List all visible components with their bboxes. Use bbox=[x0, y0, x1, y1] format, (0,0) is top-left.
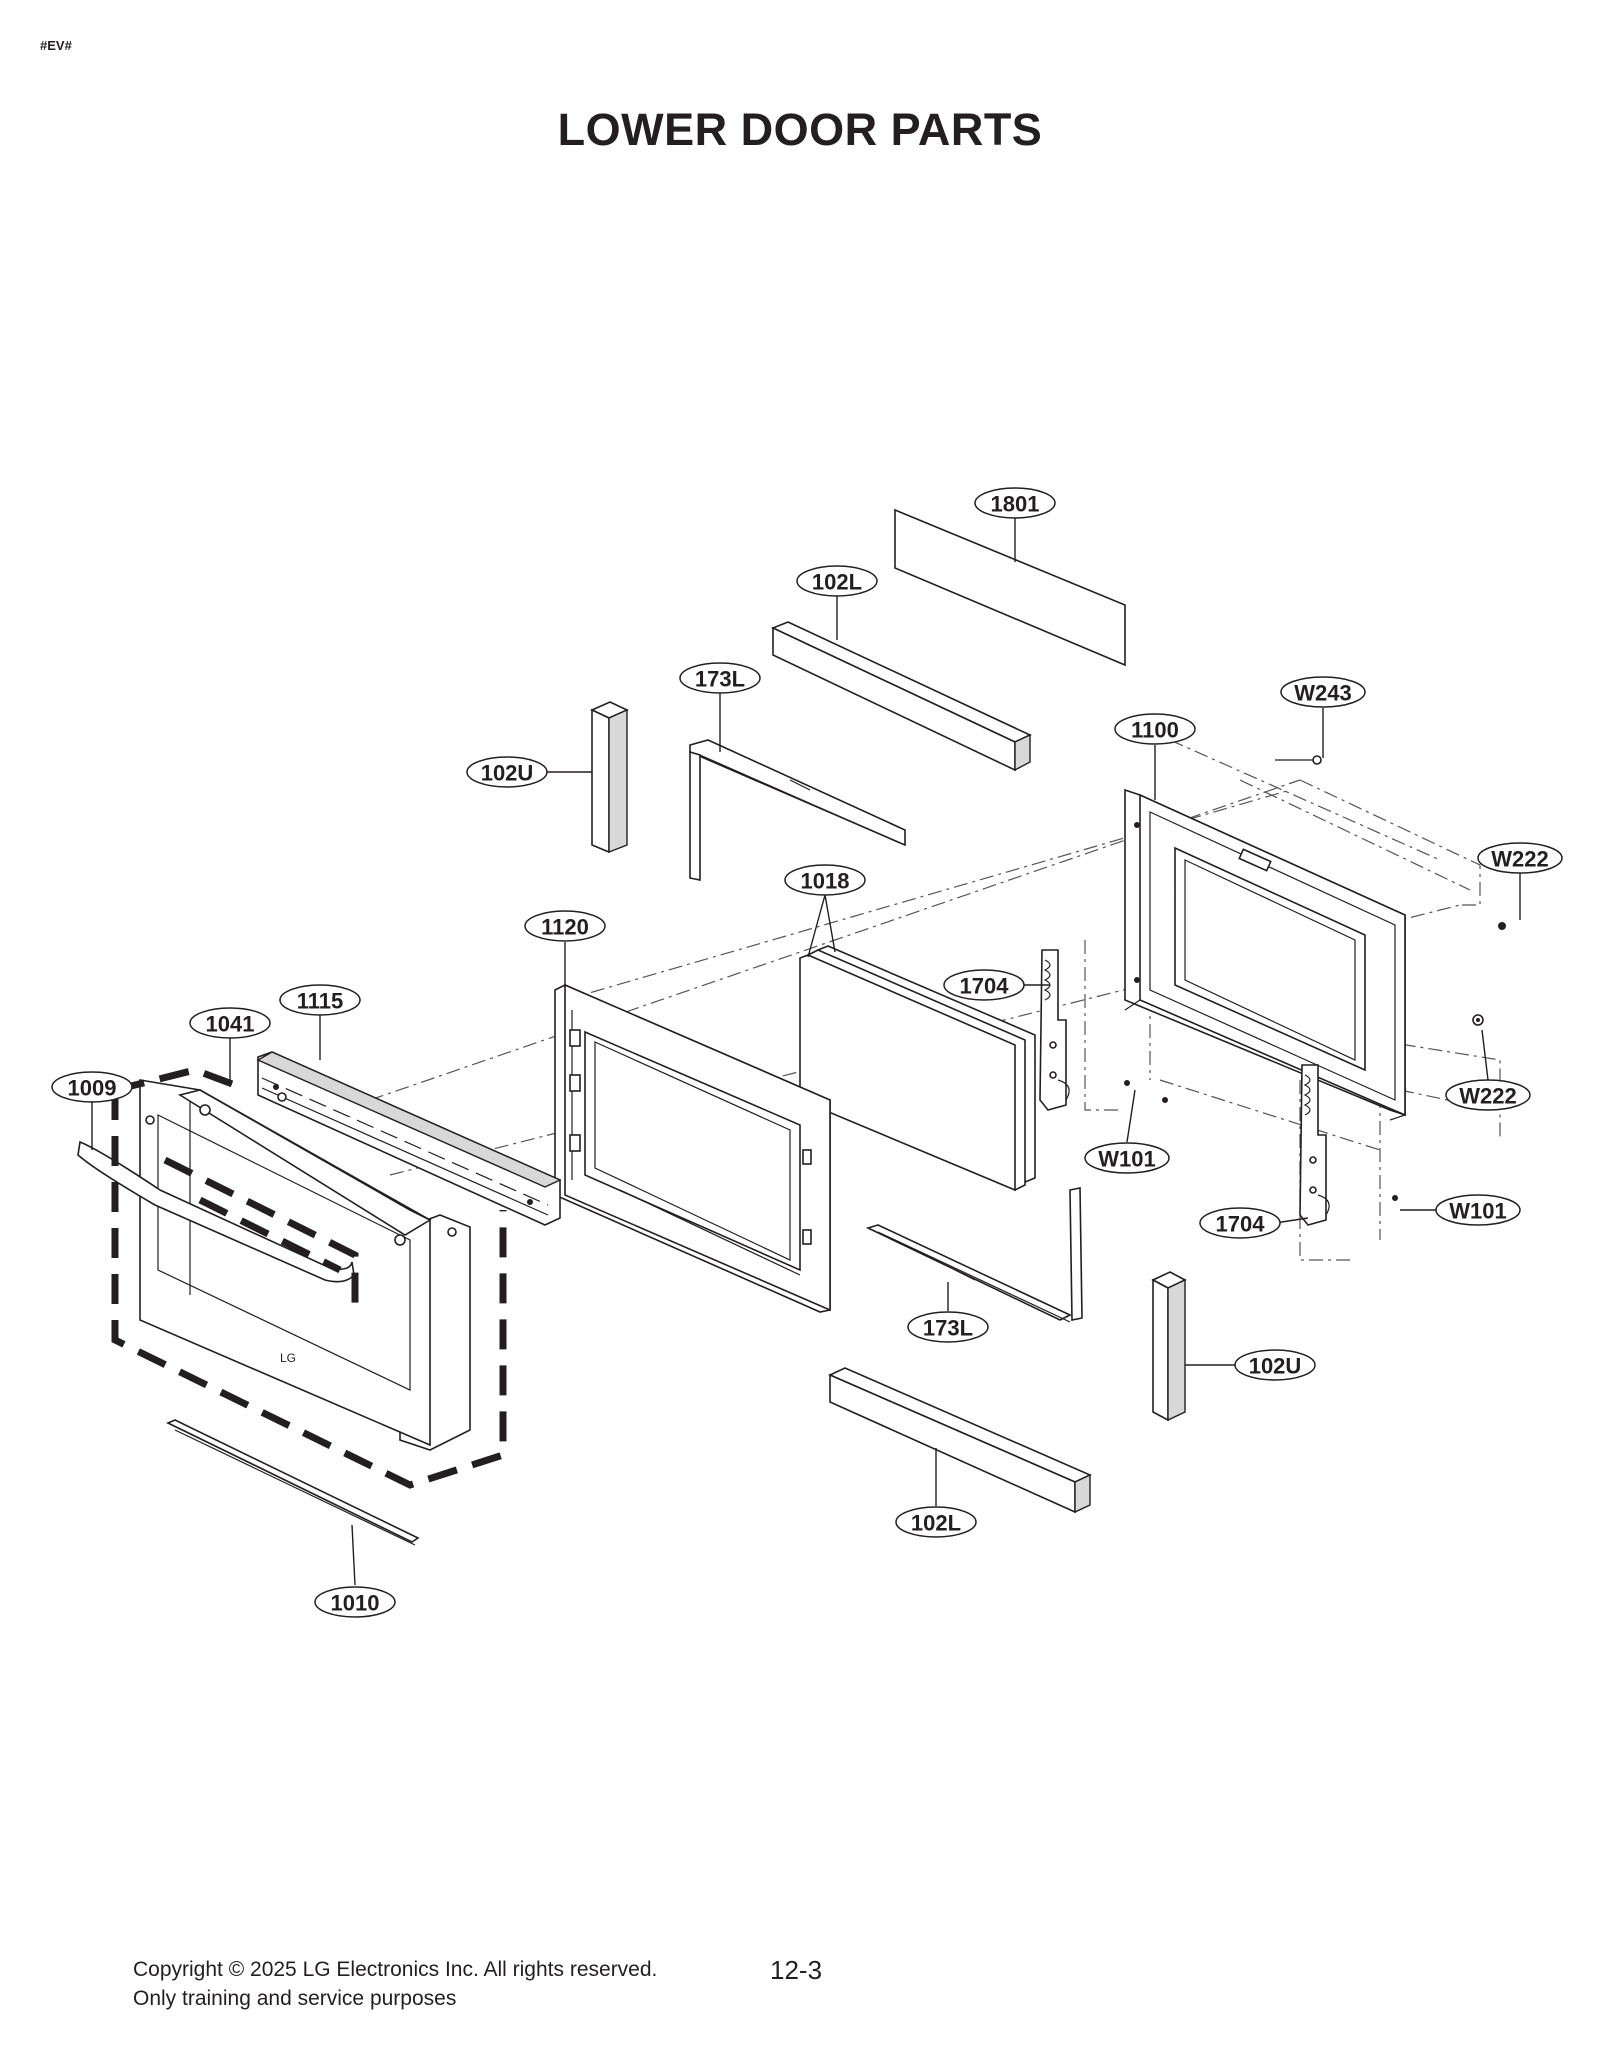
callout-173L-bottom: 173L bbox=[907, 1311, 989, 1343]
part-1115-vent bbox=[256, 1051, 562, 1226]
callout-1704-left-label: 1704 bbox=[960, 974, 1010, 999]
callout-W101-left: W101 bbox=[1084, 1142, 1170, 1174]
callout-102U-left: 102U bbox=[466, 756, 548, 788]
callout-102L-bottom-label: 102L bbox=[911, 1511, 961, 1536]
callout-1041: 1041 bbox=[189, 1007, 271, 1039]
document-code: #EV# bbox=[40, 38, 72, 53]
callout-1115-label: 1115 bbox=[297, 989, 344, 1014]
door-assembly-outline bbox=[111, 1066, 507, 1489]
callout-1009: 1009 bbox=[51, 1071, 133, 1103]
callout-1100: 1100 bbox=[1114, 713, 1196, 745]
part-102L-bottom-bar bbox=[828, 1367, 1092, 1514]
callout-W101-right-label: W101 bbox=[1449, 1199, 1506, 1224]
callout-102U-left-label: 102U bbox=[481, 761, 534, 786]
part-1100-inner-frame bbox=[1124, 788, 1406, 1121]
page-number: 12-3 bbox=[770, 1955, 823, 1985]
part-102L-top-bar bbox=[770, 621, 1032, 772]
callout-102L-top-label: 102L bbox=[812, 570, 862, 595]
callout-1018-label: 1018 bbox=[801, 869, 850, 894]
part-1801-panel bbox=[894, 508, 1126, 667]
part-1010-trim bbox=[166, 1419, 420, 1546]
callout-102L-top: 102L bbox=[796, 565, 878, 597]
callout-1120-label: 1120 bbox=[541, 915, 589, 940]
callout-W222-bottom: W222 bbox=[1445, 1079, 1531, 1111]
leader-lines bbox=[91, 518, 1521, 1586]
callout-173L-bottom-label: 173L bbox=[923, 1316, 973, 1341]
callout-W243-label: W243 bbox=[1294, 681, 1351, 706]
callout-1100-label: 1100 bbox=[1131, 718, 1179, 743]
callout-W222-top-label: W222 bbox=[1491, 847, 1548, 872]
callout-102U-right-label: 102U bbox=[1249, 1354, 1302, 1379]
callout-1801-label: 1801 bbox=[991, 492, 1040, 517]
part-1018-glass bbox=[799, 945, 1036, 1192]
part-102U-right-post bbox=[1151, 1271, 1187, 1422]
part-1704-hinge-right bbox=[1299, 1064, 1330, 1226]
part-W101-screws bbox=[1124, 1080, 1398, 1201]
callout-173L-top: 173L bbox=[679, 662, 761, 694]
part-1704-hinge-left bbox=[1039, 949, 1070, 1111]
callout-1018: 1018 bbox=[784, 864, 866, 896]
page-title: LOWER DOOR PARTS bbox=[557, 104, 1043, 155]
callout-1010-label: 1010 bbox=[331, 1591, 380, 1616]
callout-1009-label: 1009 bbox=[68, 1076, 117, 1101]
copyright-line: Copyright © 2025 LG Electronics Inc. All… bbox=[133, 1958, 658, 1981]
usage-note: Only training and service purposes bbox=[133, 1987, 457, 2010]
callout-1704-right-label: 1704 bbox=[1216, 1212, 1266, 1237]
part-1120-door-liner bbox=[554, 983, 831, 1313]
part-W243-screw bbox=[1275, 755, 1322, 765]
callout-1801: 1801 bbox=[974, 487, 1056, 519]
callout-W101-left-label: W101 bbox=[1098, 1147, 1155, 1172]
part-W222-screws bbox=[1472, 922, 1506, 1026]
callout-W243: W243 bbox=[1280, 676, 1366, 708]
callout-1010: 1010 bbox=[314, 1586, 396, 1618]
callout-1704-right: 1704 bbox=[1199, 1207, 1281, 1239]
part-173L-bottom-bracket bbox=[865, 1187, 1083, 1323]
callout-102L-bottom: 102L bbox=[895, 1506, 977, 1538]
callout-1704-left: 1704 bbox=[943, 969, 1025, 1001]
part-173L-top-bracket bbox=[689, 739, 906, 881]
callout-1120: 1120 bbox=[524, 910, 606, 942]
callout-173L-top-label: 173L bbox=[695, 667, 745, 692]
callout-W222-bottom-label: W222 bbox=[1459, 1084, 1516, 1109]
callout-1041-label: 1041 bbox=[206, 1012, 255, 1037]
callout-W101-right: W101 bbox=[1435, 1194, 1521, 1226]
callout-102U-right: 102U bbox=[1234, 1349, 1316, 1381]
lg-logo: LG bbox=[280, 1351, 296, 1365]
part-102U-left-post bbox=[590, 701, 629, 854]
callout-1115: 1115 bbox=[279, 984, 361, 1016]
footer-copyright: Copyright © 2025 LG Electronics Inc. All… bbox=[133, 1955, 657, 2013]
callout-W222-top: W222 bbox=[1477, 842, 1563, 874]
